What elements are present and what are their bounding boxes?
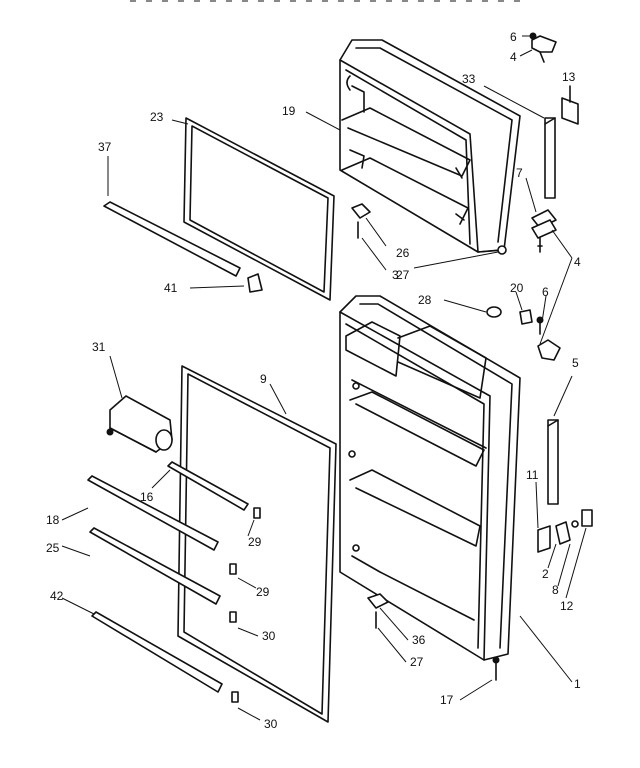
callout-30: 30 bbox=[264, 717, 278, 731]
callout-5: 5 bbox=[572, 356, 579, 370]
shelf-trim-16 bbox=[167, 461, 249, 511]
callout-1: 1 bbox=[574, 677, 581, 691]
callout-4: 4 bbox=[510, 50, 517, 64]
leader-lines bbox=[61, 35, 587, 721]
callout-13: 13 bbox=[562, 70, 576, 84]
callout-29: 29 bbox=[248, 535, 262, 549]
callout-36: 36 bbox=[412, 633, 426, 647]
callout-25: 25 bbox=[46, 541, 60, 555]
center-hinge-assembly bbox=[536, 316, 561, 505]
callout-3: 3 bbox=[392, 268, 399, 282]
clip-41 bbox=[247, 273, 263, 293]
callout-labels: 6 4 33 13 19 23 37 7 26 27 3 4 41 20 28 … bbox=[46, 30, 581, 731]
callout-27: 27 bbox=[410, 655, 424, 669]
dairy-compartment-door-31 bbox=[106, 395, 173, 453]
shelf-trim-18 bbox=[87, 475, 219, 551]
upper-hinge-assembly bbox=[529, 32, 579, 253]
callout-18: 18 bbox=[46, 513, 60, 527]
freezer-door-stop-hardware bbox=[351, 203, 507, 255]
callout-30: 30 bbox=[262, 629, 276, 643]
callout-33: 33 bbox=[462, 72, 476, 86]
callout-37: 37 bbox=[98, 140, 112, 154]
callout-17: 17 bbox=[440, 693, 454, 707]
callout-26: 26 bbox=[396, 246, 410, 260]
callout-41: 41 bbox=[164, 281, 178, 295]
door-cap-28 bbox=[486, 306, 502, 318]
callout-12: 12 bbox=[560, 599, 574, 613]
callout-29: 29 bbox=[256, 585, 270, 599]
callout-19: 19 bbox=[282, 104, 296, 118]
callout-2: 2 bbox=[542, 567, 549, 581]
callout-28: 28 bbox=[418, 293, 432, 307]
bottom-hinge-assembly bbox=[537, 509, 593, 553]
callout-6: 6 bbox=[510, 30, 517, 44]
callout-27: 27 bbox=[396, 268, 410, 282]
callout-31: 31 bbox=[92, 340, 106, 354]
shelf-trim-25 bbox=[89, 527, 221, 605]
callout-6: 6 bbox=[542, 285, 549, 299]
fresh-food-door-gasket bbox=[177, 365, 337, 723]
fresh-food-door-stop-hardware bbox=[367, 593, 500, 681]
callout-7: 7 bbox=[516, 166, 523, 180]
freezer-door bbox=[339, 39, 521, 253]
callout-42: 42 bbox=[50, 589, 64, 603]
freezer-door-gasket bbox=[183, 117, 335, 301]
end-caps bbox=[229, 507, 261, 703]
fresh-food-door bbox=[339, 295, 521, 661]
freezer-shelf-strip-37 bbox=[103, 201, 241, 277]
shelf-trim-42 bbox=[91, 611, 223, 693]
cam-20 bbox=[519, 309, 533, 325]
callout-4: 4 bbox=[574, 255, 581, 269]
callout-9: 9 bbox=[260, 372, 267, 386]
callout-8: 8 bbox=[552, 583, 559, 597]
callout-11: 11 bbox=[526, 468, 539, 482]
callout-16: 16 bbox=[140, 490, 154, 504]
callout-20: 20 bbox=[510, 281, 524, 295]
callout-23: 23 bbox=[150, 110, 164, 124]
